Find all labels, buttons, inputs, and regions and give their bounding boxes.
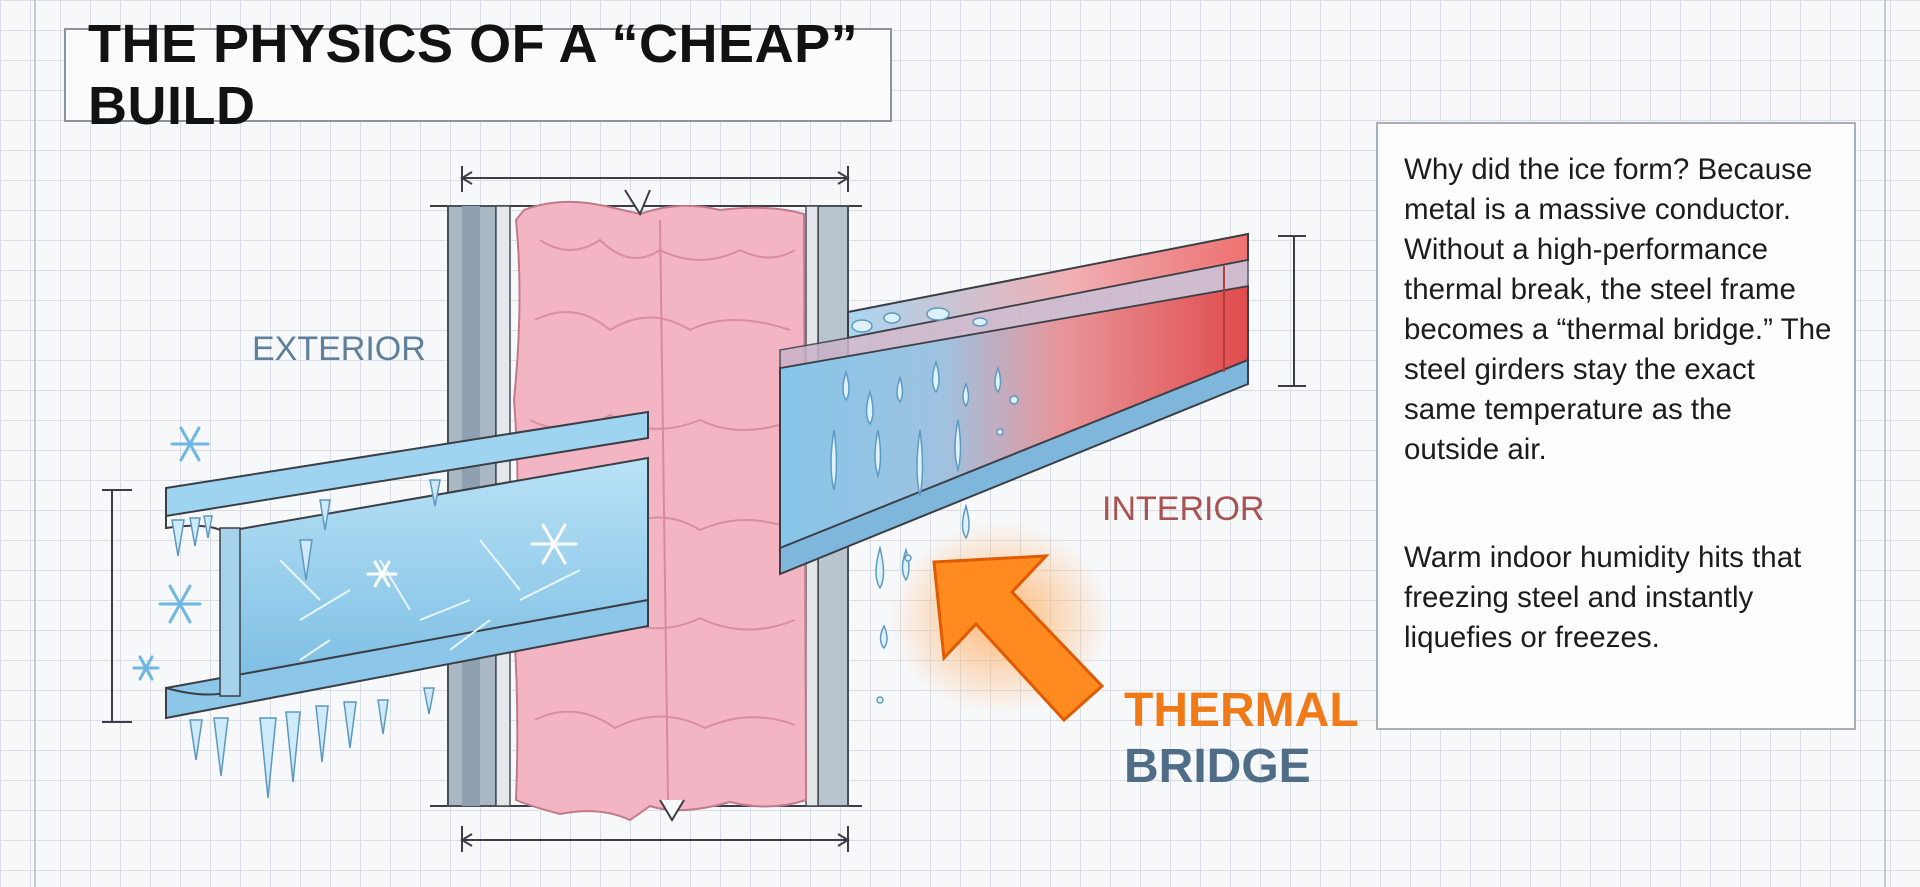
dimension-bottom xyxy=(460,826,850,852)
dimension-right xyxy=(1278,235,1306,387)
water-drop-icon xyxy=(830,307,1019,704)
explanation-box: Why did the ice form? Because metal is a… xyxy=(1376,122,1856,730)
interior-label: INTERIOR xyxy=(1102,490,1264,528)
exterior-steel-girder xyxy=(165,410,649,720)
arrow-icon xyxy=(890,522,1110,723)
explanation-paragraph-1: Why did the ice form? Because metal is a… xyxy=(1404,153,1832,466)
interior-steel-girder xyxy=(779,232,1249,576)
bridge-label: BRIDGE xyxy=(1124,740,1311,793)
ice-icon xyxy=(171,479,441,799)
explanation-paragraph-2: Warm indoor humidity hits that freezing … xyxy=(1404,541,1802,654)
title-box: THE PHYSICS OF A “CHEAP” BUILD xyxy=(64,14,892,136)
exterior-label: EXTERIOR xyxy=(252,330,426,368)
dimension-left xyxy=(102,489,132,723)
dimension-top xyxy=(460,166,850,192)
snowflake-icon xyxy=(132,426,578,681)
page-title: THE PHYSICS OF A “CHEAP” BUILD xyxy=(88,14,859,136)
page-frame xyxy=(34,0,1886,887)
thermal-label: THERMAL xyxy=(1124,684,1359,737)
